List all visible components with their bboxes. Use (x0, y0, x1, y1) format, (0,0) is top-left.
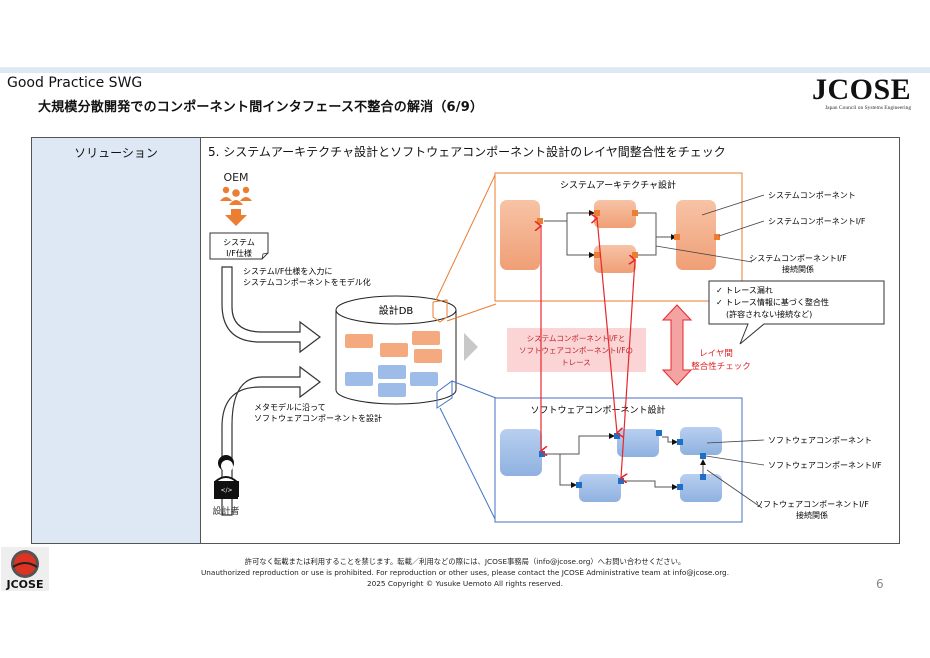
down-arrow-icon (225, 209, 247, 226)
spec-document: システム I/F仕様 (209, 232, 269, 260)
jcose-logo: JCOSE Japan Council on Systems Engineeri… (812, 73, 930, 116)
check-callout: ✓ トレース漏れ ✓ トレース情報に基づく整合性 (許容されない接続など) (708, 280, 885, 345)
spec-doc-line-1: システム (223, 238, 255, 247)
trace-line-2: ソフトウェアコンポーネントI/Fの (519, 346, 633, 355)
sw-callout-component: ソフトウェアコンポーネント (768, 436, 872, 445)
designer-label: 設計者 (212, 505, 239, 517)
expand-triangle-icon (464, 333, 478, 361)
sw-callout-conn-2: 接続関係 (796, 510, 828, 520)
db-sys-item (345, 334, 373, 348)
footer-line-3: 2025 Copyright © Yusuke Uemoto All right… (367, 579, 563, 588)
db-sys-item (380, 343, 408, 357)
db-sw-item (378, 365, 406, 379)
db-sys-item (414, 349, 442, 363)
sw-component (680, 474, 722, 502)
sw-component (579, 474, 621, 502)
sys-component (676, 200, 716, 270)
sys-callout-component: システムコンポーネント (768, 191, 856, 200)
section-label: Good Practice SWG (7, 75, 143, 91)
check-item-2: ✓ トレース情報に基づく整合性 (716, 297, 829, 307)
sw-comp-title: ソフトウェアコンポーネント設計 (530, 404, 665, 416)
model-input-arrow (221, 266, 321, 354)
sw-callout-if: ソフトウェアコンポーネントI/F (768, 461, 882, 470)
sys-callout-conn-2: 接続関係 (782, 264, 814, 274)
logo-sub-text: Japan Council on Systems Engineering (825, 105, 912, 111)
zoom-line-sys (432, 299, 448, 323)
top-band (0, 67, 930, 73)
trace-line-3: トレース (561, 358, 591, 367)
trace-links (541, 218, 635, 478)
solution-table: ソリューション 5. システムアーキテクチャ設計とソフトウェアコンポーネント設計… (31, 137, 900, 544)
designer-icon: </> (214, 455, 239, 499)
sw-callout-conn-1: ソフトウェアコンポーネントI/F (755, 500, 869, 509)
footer: 許可なく転載または利用することを禁じます。転載／利用などの際には、JCOSE事務… (0, 556, 930, 589)
zoom-line-sw (436, 380, 453, 409)
sw-component (680, 427, 722, 455)
corner-logo-text: JCOSE (6, 578, 44, 591)
layer-check-line-2: 整合性チェック (691, 361, 751, 372)
sys-callout-conn-1: システムコンポーネントI/F (749, 254, 847, 263)
sys-component (594, 200, 636, 228)
model-note-line-2: システムコンポーネントをモデル化 (243, 277, 371, 287)
sys-component (500, 200, 540, 270)
sys-arch-title: システムアーキテクチャ設計 (560, 179, 676, 191)
db-label: 設計DB (379, 304, 414, 317)
db-sw-item (378, 383, 406, 397)
check-item-3: (許容されない接続など) (726, 309, 812, 319)
layer-check-double-arrow (661, 304, 693, 386)
sys-callout-if: システムコンポーネントI/F (768, 217, 866, 226)
db-sys-item (412, 331, 440, 345)
code-glyph: </> (220, 487, 232, 494)
page-number: 6 (876, 577, 884, 591)
step-title: 5. システムアーキテクチャ設計とソフトウェアコンポーネント設計のレイヤ間整合性… (208, 145, 726, 159)
footer-line-1: 許可なく転載または利用することを禁じます。転載／利用などの際には、JCOSE事務… (244, 557, 686, 566)
footer-line-2: Unauthorized reproduction or use is proh… (200, 568, 730, 577)
db-sw-item (410, 372, 438, 386)
people-group-icon (220, 186, 252, 205)
logo-main-text: JCOSE (812, 73, 912, 106)
page-title: 大規模分散開発でのコンポーネント間インタフェース不整合の解消（6/9） (38, 100, 484, 115)
db-sw-item (345, 372, 373, 386)
sw-component (500, 429, 542, 476)
model-note-line-1: システムI/F仕様を入力に (243, 266, 332, 276)
solution-label-cell: ソリューション (32, 138, 201, 543)
layer-check-line-1: レイヤ間 (699, 349, 733, 359)
solution-label: ソリューション (74, 146, 158, 160)
spec-doc-line-2: I/F仕様 (226, 248, 252, 258)
meta-note-line-2: ソフトウェアコンポーネントを設計 (254, 413, 382, 423)
design-input-arrow (221, 365, 321, 516)
jcose-corner-logo: JCOSE (1, 547, 49, 591)
oem-label: OEM (223, 171, 248, 184)
design-db: 設計DB (335, 295, 457, 405)
meta-note-line-1: メタモデルに沿って (254, 402, 326, 412)
trace-line-1: システムコンポーネントI/Fと (527, 334, 626, 343)
check-item-1: ✓ トレース漏れ (716, 285, 773, 295)
